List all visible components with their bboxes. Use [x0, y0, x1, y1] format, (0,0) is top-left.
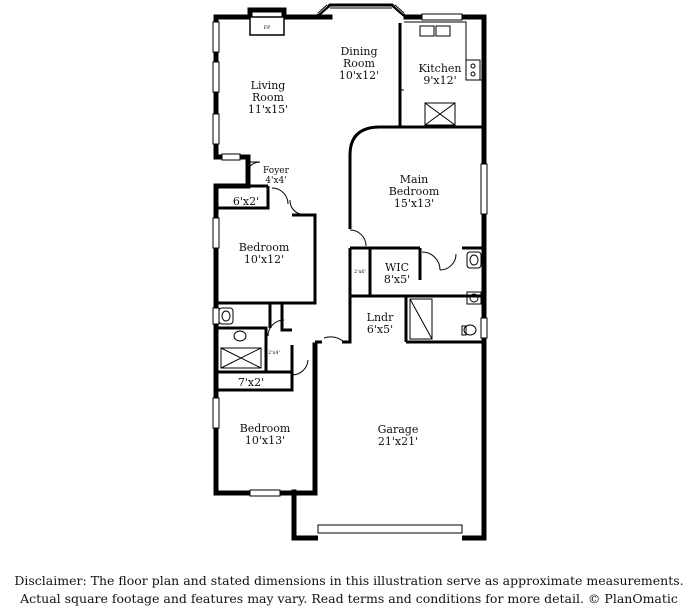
bath-fixtures — [218, 251, 482, 369]
windows — [212, 2, 488, 497]
foyer-label: Foyer — [263, 166, 290, 176]
laundry-label: Lndr — [367, 311, 394, 324]
fireplace-label: FP — [264, 25, 271, 31]
garage-door — [317, 524, 463, 541]
laundry-dim: 6'x5' — [367, 323, 393, 336]
main-bedroom-label: Main — [400, 173, 428, 186]
main-bedroom-label-2: Bedroom — [389, 185, 440, 198]
bedroom-2-dim: 10'x13' — [245, 434, 285, 447]
closet-label-a: 6'x2' — [233, 195, 259, 208]
main-bedroom-dim: 15'x13' — [394, 197, 434, 210]
room-labels: FP Living Room 11'x15' Dining Room 10'x1… — [233, 25, 462, 448]
closet-label-d: 7'x2' — [238, 376, 264, 389]
foyer-dim: 4'x4' — [265, 176, 286, 186]
bedroom-2-label: Bedroom — [240, 422, 291, 435]
bedroom-1-dim: 10'x12' — [244, 253, 284, 266]
garage-dim: 21'x21' — [378, 435, 418, 448]
dining-room-dim: 10'x12' — [339, 69, 379, 82]
kitchen-fixtures — [400, 21, 484, 126]
interior-walls — [216, 23, 484, 392]
closet-label-c: 2'x4' — [268, 350, 280, 356]
kitchen-label: Kitchen — [419, 62, 462, 75]
bedroom-1-label: Bedroom — [239, 241, 290, 254]
wic-dim: 8'x5' — [384, 273, 410, 286]
living-room-label-2: Room — [252, 91, 285, 104]
wic-label: WIC — [385, 261, 409, 274]
fireplace — [249, 16, 285, 36]
disclaimer-line-1: Disclaimer: The floor plan and stated di… — [14, 573, 684, 588]
dining-bay — [315, 3, 407, 19]
garage-label: Garage — [378, 423, 419, 436]
dining-room-label-2: Room — [343, 57, 376, 70]
disclaimer-line-2: Actual square footage and features may v… — [20, 591, 678, 606]
floor-plan: FP Living Room 11'x15' Dining Room 10'x1… — [212, 2, 488, 541]
closet-label-b: 2'x6' — [354, 269, 366, 275]
doors — [245, 161, 457, 376]
dining-room-label: Dining — [340, 45, 377, 58]
living-room-dim: 11'x15' — [248, 103, 288, 116]
kitchen-dim: 9'x12' — [423, 74, 456, 87]
living-room-label: Living — [251, 79, 286, 92]
